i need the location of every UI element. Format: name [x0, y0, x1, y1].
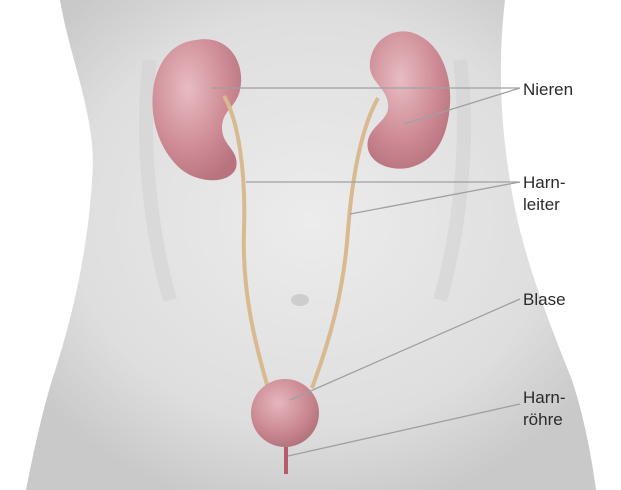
- label-harnleiter-line2: leiter: [523, 194, 566, 216]
- label-harnroehre-line1: Harn-: [523, 387, 566, 409]
- label-harnroehre: Harn- röhre: [523, 387, 566, 431]
- label-blase: Blase: [523, 289, 566, 311]
- label-harnroehre-line2: röhre: [523, 409, 566, 431]
- bladder: [251, 379, 319, 447]
- label-harnleiter: Harn- leiter: [523, 172, 566, 216]
- navel-shadow: [291, 294, 309, 306]
- label-nieren: Nieren: [523, 79, 573, 101]
- label-harnleiter-line1: Harn-: [523, 172, 566, 194]
